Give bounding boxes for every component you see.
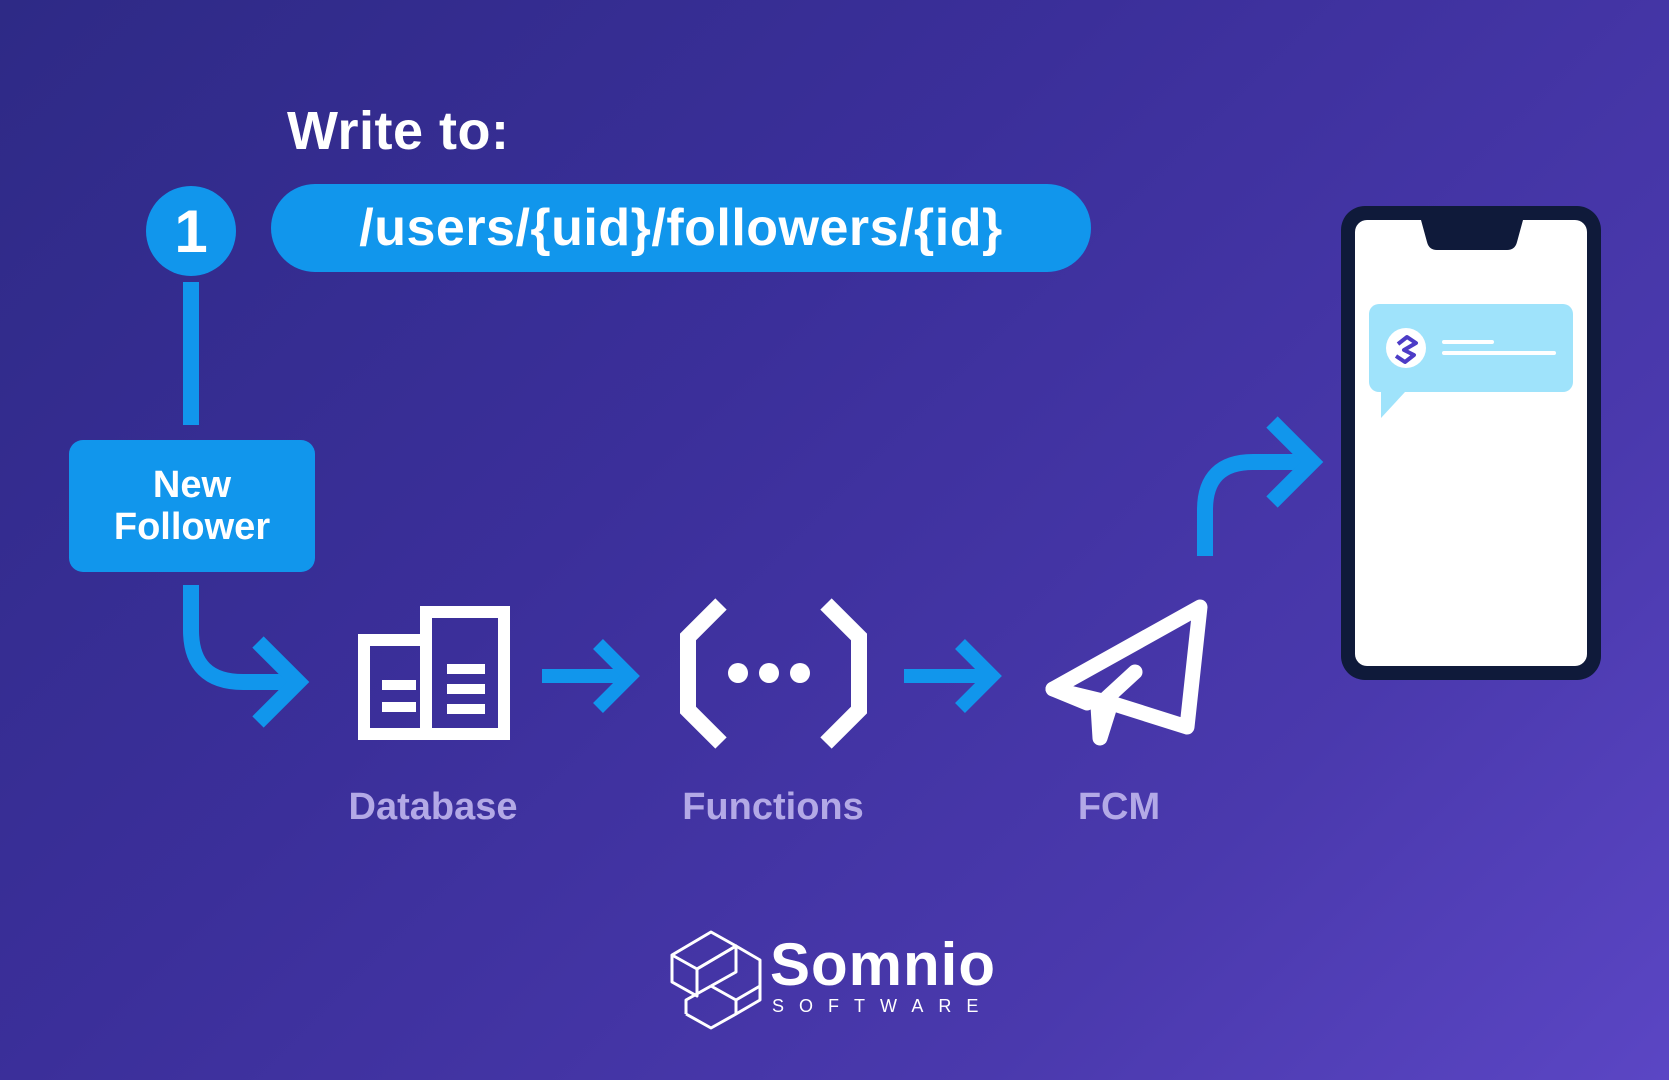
arrowhead-to-functions — [593, 639, 640, 713]
event-label-line1: New — [152, 464, 232, 506]
connector-fcm-to-phone — [1197, 454, 1312, 556]
brand-name: Somnio — [770, 931, 996, 998]
fcm-label: FCM — [1077, 786, 1161, 828]
somnio-logo-icon — [670, 930, 762, 1030]
arrowhead-to-database — [252, 636, 310, 728]
write-to-heading: Write to: — [287, 101, 510, 161]
smartphone-icon — [1341, 206, 1601, 680]
functions-label: Functions — [682, 786, 864, 828]
step-number-badge: 1 — [146, 186, 236, 276]
paper-plane-icon — [1045, 599, 1208, 746]
new-follower-event-box: New Follower — [69, 440, 315, 572]
database-label: Database — [348, 786, 518, 828]
arrowhead-to-phone — [1266, 416, 1324, 508]
connector-event-to-database — [183, 585, 298, 690]
event-label-line2: Follower — [113, 506, 271, 548]
step-number: 1 — [174, 197, 208, 265]
brand-tagline: SOFTWARE — [772, 996, 994, 1016]
cloud-functions-icon — [680, 598, 867, 749]
database-icon — [358, 606, 510, 740]
event-label: New Follower — [114, 464, 270, 548]
arrowhead-to-fcm — [955, 639, 1002, 713]
firestore-path-text: /users/{uid}/followers/{id} — [359, 199, 1003, 257]
path-pill: /users/{uid}/followers/{id} — [271, 184, 1091, 272]
notification-bubble — [1369, 304, 1573, 418]
